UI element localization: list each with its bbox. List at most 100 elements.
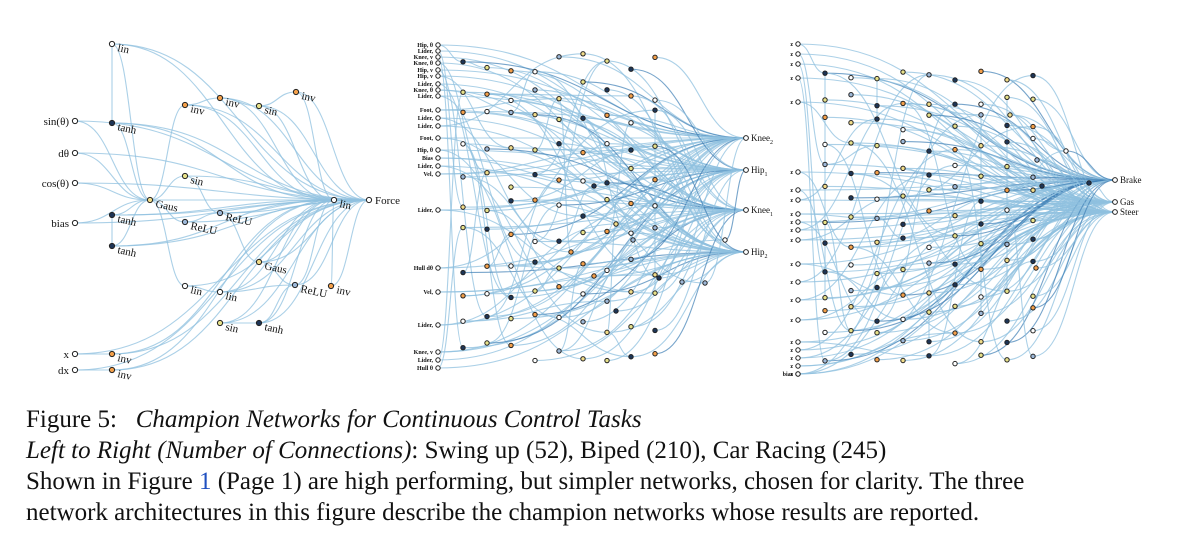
connection-edge <box>111 199 370 355</box>
node-input <box>435 107 441 113</box>
node-lin <box>952 360 958 367</box>
node-tanh <box>874 102 880 109</box>
connection-edge <box>1009 114 1067 152</box>
node-lin <box>874 196 880 202</box>
connection-edge <box>486 233 512 267</box>
node-lin <box>848 74 854 81</box>
connection-edge <box>606 331 632 358</box>
connection-edge <box>593 251 747 277</box>
caption-connection-counts: : Swing up (52), Biped (210), Car Racing… <box>411 437 887 464</box>
connection-edge <box>850 179 1116 332</box>
input-label: z <box>790 212 793 218</box>
connection-edge <box>1006 179 1116 261</box>
node-tanh <box>1039 183 1045 189</box>
node-input <box>435 322 441 328</box>
node-sin <box>556 265 562 271</box>
node-tanh <box>952 282 958 288</box>
node-inv <box>1030 123 1036 130</box>
node-out <box>1112 177 1118 183</box>
connection-edge <box>486 110 747 171</box>
node-gaus <box>652 272 658 278</box>
connection-edge <box>330 199 370 287</box>
node-out <box>1112 199 1118 205</box>
node-inv <box>952 146 958 153</box>
connection-edge <box>534 251 747 362</box>
node-lin <box>822 141 828 148</box>
node-gaus <box>613 221 619 227</box>
node-input <box>795 371 801 377</box>
node-tanh <box>874 318 880 324</box>
connection-edge <box>1032 179 1116 240</box>
connection-edge <box>258 199 370 324</box>
hidden-node-label: inv <box>189 103 206 118</box>
connection-edge <box>510 209 747 298</box>
input-label: Knee, θ <box>414 61 433 67</box>
connection-edge <box>437 69 747 139</box>
node-sin <box>1030 293 1036 299</box>
node-gaus <box>580 51 586 57</box>
node-input <box>435 365 441 371</box>
node-lin <box>460 141 466 147</box>
connection-edge <box>486 93 656 276</box>
input-label: Knee, θ <box>414 88 433 94</box>
node-lin <box>926 244 932 251</box>
figure-1-link[interactable]: 1 <box>198 468 212 495</box>
node-sin <box>532 288 538 294</box>
node-inv <box>978 68 984 75</box>
caption-text: Shown in Figure <box>26 468 199 495</box>
node-input <box>795 51 801 57</box>
connection-edge <box>534 267 560 292</box>
connection-edge <box>462 61 747 139</box>
output-label: Steer <box>1120 207 1139 217</box>
node-tanh <box>900 221 906 228</box>
connection-edge <box>654 145 747 253</box>
connection-edge <box>184 199 370 223</box>
node-tanh <box>508 294 514 301</box>
connection-edge <box>437 227 464 369</box>
node-sin <box>580 79 586 85</box>
node-sin <box>848 214 854 220</box>
hidden-node-label: inv <box>116 352 133 367</box>
node-sin <box>532 147 538 153</box>
node-input <box>435 48 441 54</box>
connection-edge <box>980 145 1116 181</box>
node-relu <box>1030 353 1036 360</box>
input-label: z <box>790 280 793 286</box>
hidden-node-label: inv <box>335 284 352 299</box>
node-gaus <box>508 145 514 151</box>
node-tanh <box>1004 122 1010 129</box>
node-relu <box>926 72 932 78</box>
node-tanh <box>460 59 466 65</box>
node-tanh <box>822 240 828 246</box>
node-lin <box>848 262 854 268</box>
node-relu <box>702 280 708 286</box>
connection-edge <box>558 209 747 352</box>
node-inv <box>652 54 658 61</box>
input-label: Vel, <box>423 290 433 296</box>
node-tanh <box>652 327 658 334</box>
connection-edge <box>219 199 370 324</box>
node-input <box>795 75 801 81</box>
node-relu <box>556 54 562 60</box>
node-sin <box>978 173 984 179</box>
node-tanh <box>628 66 634 72</box>
input-label: z <box>790 62 793 68</box>
node-gaus <box>146 196 154 204</box>
connection-edge <box>797 263 904 296</box>
node-inv <box>484 263 490 269</box>
connection-edge <box>928 176 1034 191</box>
hidden-node-label: ReLU <box>189 220 218 237</box>
connection-edge <box>558 185 595 242</box>
connection-edge <box>593 185 747 253</box>
connection-edge <box>630 137 747 260</box>
connection-edge <box>876 217 904 239</box>
input-label: Lider, <box>418 323 434 329</box>
connection-edge <box>850 74 930 308</box>
node-tanh <box>532 259 538 265</box>
node-tanh <box>580 213 586 219</box>
connection-edge <box>437 109 656 269</box>
node-input <box>71 350 79 358</box>
connection-edge <box>437 69 488 318</box>
node-input <box>795 187 801 193</box>
connection-edge <box>510 111 608 184</box>
